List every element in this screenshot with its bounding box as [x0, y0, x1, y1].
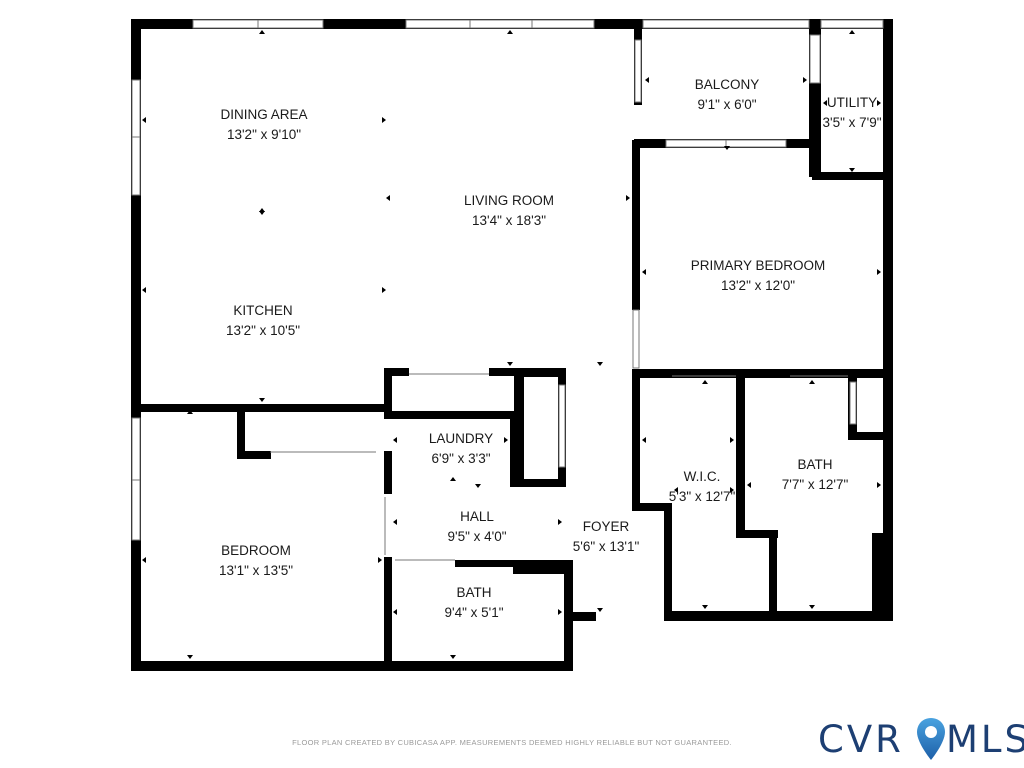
logo-text-left: CVR	[818, 718, 904, 761]
room-hall: HALL 9'5" x 4'0"	[447, 507, 506, 547]
room-name: KITCHEN	[233, 303, 293, 318]
door-bath-closet	[849, 381, 857, 425]
wall-east-lower	[883, 378, 893, 621]
room-size: 13'2" x 12'0"	[720, 278, 796, 293]
wall-wic-west	[664, 503, 672, 621]
room-size: 3'5" x 7'9"	[822, 115, 882, 130]
wall-south-right	[664, 611, 893, 621]
wall-living-primary	[632, 140, 640, 310]
wall-bedroom-east-lower	[384, 557, 392, 669]
map-pin-icon	[917, 718, 945, 760]
wall-laundry-bottom-left	[384, 411, 518, 419]
room-primary-bedroom: PRIMARY BEDROOM 13'2" x 12'0"	[691, 256, 826, 296]
room-laundry: LAUNDRY 6'9" x 3'3"	[429, 429, 493, 469]
wall-laundry-west-top	[384, 368, 392, 418]
room-foyer: FOYER 5'6" x 13'1"	[573, 517, 640, 557]
room-size: 9'5" x 4'0"	[447, 529, 507, 544]
room-bath-primary: BATH 7'7" x 12'7"	[782, 455, 849, 495]
door-primary	[632, 309, 640, 369]
door-balcony-utility	[809, 34, 821, 84]
wall-pantry-west	[514, 368, 524, 487]
wall-foyer-east	[632, 369, 640, 510]
wall-pantry-bottom	[514, 479, 566, 487]
room-name: LAUNDRY	[428, 431, 494, 446]
room-utility: UTILITY 3'5" x 7'9"	[822, 93, 881, 133]
room-name: PRIMARY BEDROOM	[690, 258, 826, 273]
room-balcony: BALCONY 9'1" x 6'0"	[695, 75, 760, 115]
wall-bath2-stub	[564, 612, 596, 621]
wall-bath-step	[736, 530, 778, 538]
door-pantry	[558, 384, 566, 468]
cvrmls-logo: CVR MLS	[818, 716, 1024, 764]
room-size: 13'2" x 9'10"	[226, 127, 302, 142]
measure-markers	[142, 30, 881, 659]
room-dining-area: DINING AREA 13'2" x 9'10"	[220, 105, 307, 145]
room-name: BATH	[456, 585, 492, 600]
room-size: 13'4" x 18'3"	[471, 213, 547, 228]
room-name: BATH	[797, 457, 833, 472]
wall-bedroom-east	[384, 451, 392, 494]
room-name: FOYER	[582, 519, 630, 534]
wall-wic-bath	[736, 372, 745, 536]
wall-east-upper	[883, 19, 893, 379]
room-size: 5'6" x 13'1"	[572, 539, 640, 554]
wall-kitchen-bottom	[131, 404, 389, 412]
wall-top-left	[131, 19, 643, 29]
room-size: 13'1" x 13'5"	[218, 563, 294, 578]
wall-bedroom-alcove-bottom	[237, 451, 271, 459]
room-name: HALL	[460, 509, 494, 524]
disclaimer-note: FLOOR PLAN CREATED BY CUBICASA APP. MEAS…	[292, 738, 732, 747]
wall-laundry-top-right	[489, 368, 519, 376]
room-name: W.I.C.	[683, 469, 721, 484]
window-utility-top	[820, 19, 884, 29]
room-kitchen: KITCHEN 13'2" x 10'5"	[226, 301, 300, 341]
wall-bath-closet-bottom	[848, 432, 889, 440]
window-west-2	[131, 417, 141, 541]
room-name: LIVING ROOM	[463, 193, 555, 208]
window-top-2	[405, 19, 595, 29]
room-name: BEDROOM	[221, 543, 291, 558]
room-name: UTILITY	[826, 95, 878, 110]
room-name: DINING AREA	[220, 107, 308, 122]
room-walk-in-closet: W.I.C. 5'3" x 12'7"	[669, 467, 736, 507]
wall-bedroom-alcove	[237, 404, 245, 459]
room-size: 13'2" x 10'5"	[225, 323, 301, 338]
wall-pantry-top	[514, 368, 565, 377]
wall-laundry-top-left	[384, 368, 409, 376]
room-size: 9'1" x 6'0"	[697, 97, 757, 112]
wall-bath-step-down	[769, 530, 777, 621]
wall-bath2-top	[455, 560, 573, 567]
room-size: 7'7" x 12'7"	[781, 477, 849, 492]
logo-text-right: MLS	[946, 718, 1024, 761]
wall-south-left	[131, 661, 573, 671]
room-name: BALCONY	[694, 77, 760, 92]
room-bath-hall: BATH 9'4" x 5'1"	[444, 583, 503, 623]
door-living-balcony	[634, 39, 642, 103]
wall-utility-bottom	[812, 172, 889, 180]
wall-west	[131, 19, 141, 670]
wall-east-thick	[872, 533, 893, 621]
window-balcony-top	[642, 19, 810, 29]
interior-walls	[131, 19, 889, 671]
room-living-room: LIVING ROOM 13'4" x 18'3"	[464, 191, 554, 231]
room-size: 9'4" x 5'1"	[444, 605, 504, 620]
room-size: 5'3" x 12'7"	[668, 489, 736, 504]
wall-foyer-jog	[632, 503, 672, 511]
room-size: 6'9" x 3'3"	[431, 451, 491, 466]
room-bedroom: BEDROOM 13'1" x 13'5"	[219, 541, 293, 581]
wall-primary-bottom	[632, 369, 889, 378]
